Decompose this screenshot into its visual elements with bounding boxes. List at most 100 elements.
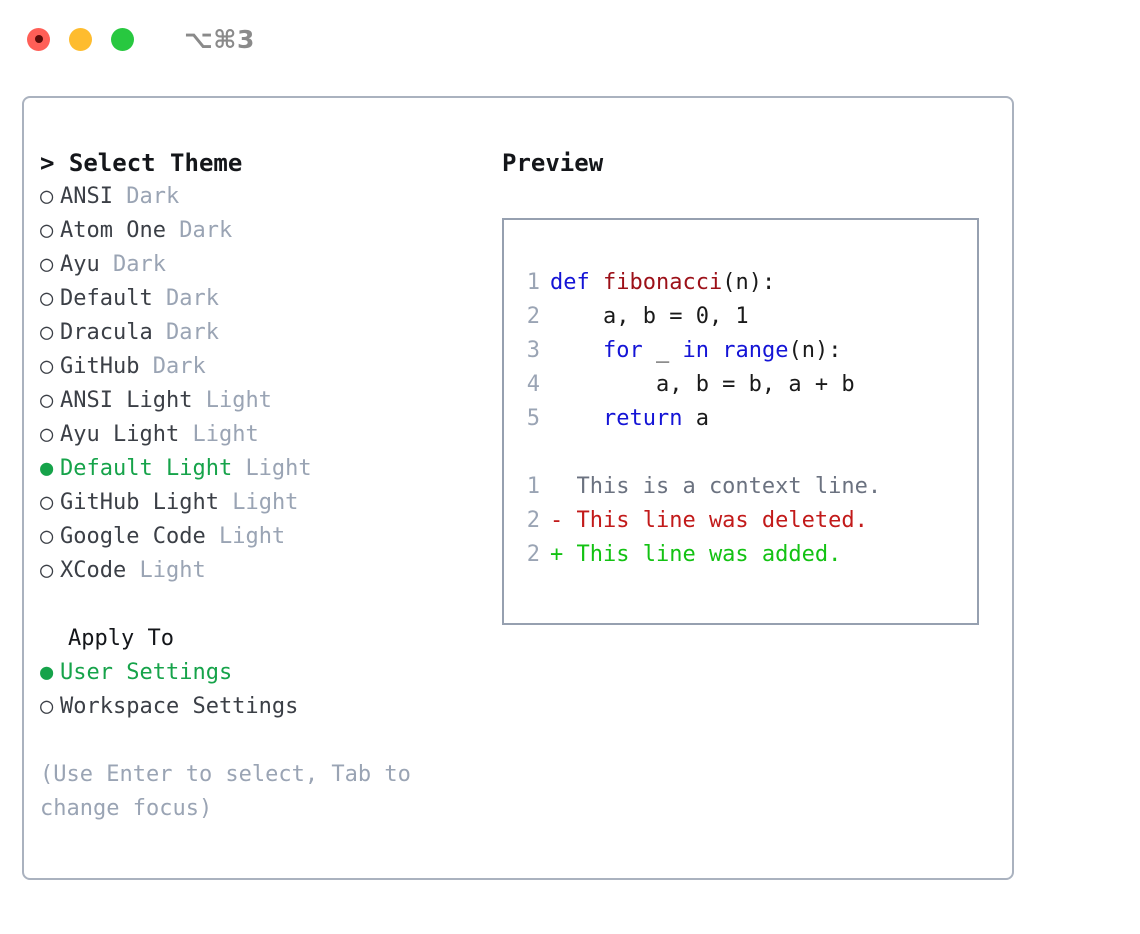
code-token: for — [602, 338, 643, 363]
theme-name-spacer — [153, 316, 166, 350]
code-token: a, b = 0, 1 — [550, 304, 749, 329]
theme-list-item[interactable]: ○Ayu Light Light — [40, 418, 480, 452]
code-line-text: a, b = 0, 1 — [550, 300, 749, 334]
theme-picker-column: > Select Theme ○ANSI Dark○Atom One Dark○… — [40, 146, 480, 826]
radio-unselected-icon: ○ — [40, 252, 54, 277]
theme-list-item[interactable]: ○Default Dark — [40, 282, 480, 316]
code-line-number: 1 — [526, 270, 540, 295]
theme-variant-tag: Dark — [165, 286, 219, 311]
apply-to-item[interactable]: ○Workspace Settings — [40, 690, 480, 724]
theme-name: Dracula — [60, 320, 153, 345]
theme-list-item[interactable]: ○Google Code Light — [40, 520, 480, 554]
apply-to-item[interactable]: ●User Settings — [40, 656, 480, 690]
code-token: _ — [642, 338, 683, 363]
section-spacer — [40, 588, 480, 622]
diff-sample: 1 This is a context line.2- This line wa… — [516, 470, 977, 572]
code-line-text: for _ in range(n): — [550, 334, 841, 368]
apply-to-list: ●User Settings○Workspace Settings — [40, 656, 480, 724]
code-token: (n): — [788, 338, 842, 363]
code-line-text: return a — [550, 402, 709, 436]
theme-name: ANSI Light — [60, 388, 193, 413]
theme-name: Default Light — [60, 456, 233, 481]
main-panel: > Select Theme ○ANSI Dark○Atom One Dark○… — [22, 96, 1014, 880]
theme-name: GitHub Light — [60, 490, 219, 515]
theme-variant-tag: Light — [232, 490, 299, 515]
diff-line: 2+ This line was added. — [516, 538, 977, 572]
theme-variant-tag: Dark — [126, 184, 180, 209]
code-line-number: 5 — [526, 406, 540, 431]
theme-name-spacer — [126, 554, 139, 588]
theme-name-spacer — [232, 452, 245, 486]
theme-list-item[interactable]: ○ANSI Dark — [40, 180, 480, 214]
theme-variant-tag: Light — [192, 422, 259, 447]
theme-list-item[interactable]: ○GitHub Light Light — [40, 486, 480, 520]
radio-unselected-icon: ○ — [40, 320, 54, 345]
code-line: 2 a, b = 0, 1 — [516, 300, 977, 334]
page-title: > Select Theme — [40, 149, 243, 177]
theme-variant-tag: Dark — [179, 218, 233, 243]
code-token: fibonacci — [603, 270, 723, 295]
diff-line-number: 1 — [526, 474, 540, 499]
radio-unselected-icon: ○ — [40, 490, 54, 515]
theme-list-item[interactable]: ○Dracula Dark — [40, 316, 480, 350]
theme-name-spacer — [206, 520, 219, 554]
theme-name-spacer — [139, 350, 152, 384]
radio-unselected-icon: ○ — [40, 184, 54, 209]
radio-unselected-icon: ○ — [40, 558, 54, 583]
window-controls — [27, 27, 134, 51]
theme-name-spacer — [192, 384, 205, 418]
diff-line: 2- This line was deleted. — [516, 504, 977, 538]
radio-unselected-icon: ○ — [40, 218, 54, 243]
code-token: range — [722, 338, 789, 363]
theme-name: XCode — [60, 558, 127, 583]
radio-unselected-icon: ○ — [40, 422, 54, 447]
theme-variant-tag: Light — [205, 388, 272, 413]
theme-list-item[interactable]: ●Default Light Light — [40, 452, 480, 486]
theme-list-item[interactable]: ○ANSI Light Light — [40, 384, 480, 418]
theme-name-spacer — [166, 214, 179, 248]
code-line: 4 a, b = b, a + b — [516, 368, 977, 402]
code-token — [550, 338, 603, 363]
theme-name: Ayu Light — [60, 422, 180, 447]
diff-line-number: 2 — [526, 542, 540, 567]
code-line-number: 2 — [526, 304, 540, 329]
maximize-button[interactable] — [111, 27, 134, 51]
theme-name-spacer — [219, 486, 232, 520]
theme-name: GitHub — [60, 354, 140, 379]
apply-to-label: Workspace Settings — [60, 694, 299, 719]
theme-list-item[interactable]: ○XCode Light — [40, 554, 480, 588]
code-line-number: 4 — [526, 372, 540, 397]
close-button[interactable] — [27, 27, 50, 51]
theme-list-item[interactable]: ○Atom One Dark — [40, 214, 480, 248]
diff-line-number: 2 — [526, 508, 540, 533]
apply-to-header: Apply To — [68, 626, 174, 651]
window-titlebar: ⌥⌘3 — [0, 0, 1140, 78]
theme-name: Ayu — [60, 252, 100, 277]
diff-line: 1 This is a context line. — [516, 470, 977, 504]
keyboard-hint: (Use Enter to select, Tab to change focu… — [40, 762, 425, 821]
radio-unselected-icon: ○ — [40, 694, 54, 719]
radio-unselected-icon: ○ — [40, 354, 54, 379]
theme-variant-tag: Light — [218, 524, 286, 549]
code-line-number: 3 — [526, 338, 540, 363]
theme-variant-tag: Dark — [165, 320, 219, 345]
theme-variant-tag: Light — [245, 456, 312, 481]
radio-unselected-icon: ○ — [40, 286, 54, 311]
code-line: 5 return a — [516, 402, 977, 436]
apply-to-label: User Settings — [60, 660, 233, 685]
theme-variant-tag: Dark — [113, 252, 166, 277]
theme-list-item[interactable]: ○Ayu Dark — [40, 248, 480, 282]
theme-name-spacer — [113, 180, 126, 214]
theme-list-item[interactable]: ○GitHub Dark — [40, 350, 480, 384]
minimize-button[interactable] — [69, 27, 92, 51]
theme-name: Default — [60, 286, 153, 311]
theme-name-spacer — [100, 248, 113, 282]
radio-unselected-icon: ○ — [40, 388, 54, 413]
theme-name: Atom One — [60, 218, 166, 243]
code-token — [550, 406, 603, 431]
